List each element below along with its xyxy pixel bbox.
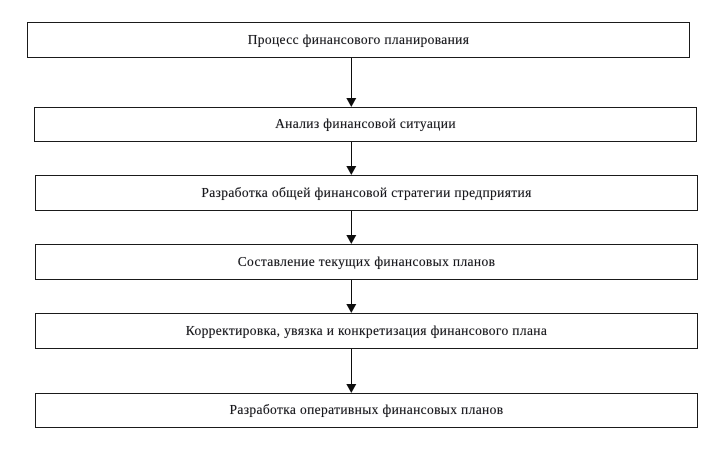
node-label: Корректировка, увязка и конкретизация фи… [185, 322, 548, 338]
arrow-shaft [351, 211, 352, 235]
process-node-1[interactable]: Процесс финансового планирования [27, 22, 690, 58]
arrow-head-icon [346, 383, 357, 393]
process-node-3[interactable]: Разработка общей финансовой стратегии пр… [35, 175, 698, 211]
arrow-shaft [351, 280, 352, 304]
arrow-head-icon [346, 97, 357, 107]
arrow-shaft [351, 58, 352, 98]
arrow-shaft [351, 142, 352, 166]
node-label: Составление текущих финансовых планов [237, 253, 496, 269]
node-label: Процесс финансового планирования [247, 31, 470, 47]
arrow-shaft [351, 349, 352, 384]
process-node-2[interactable]: Анализ финансовой ситуации [34, 107, 697, 142]
process-node-6[interactable]: Разработка оперативных финансовых планов [35, 393, 698, 428]
process-node-5[interactable]: Корректировка, увязка и конкретизация фи… [35, 313, 698, 349]
node-label: Анализ финансовой ситуации [275, 116, 456, 132]
process-node-4[interactable]: Составление текущих финансовых планов [35, 244, 698, 280]
arrow-head-icon [346, 303, 357, 313]
arrow-head-icon [346, 165, 357, 175]
arrow-head-icon [346, 234, 357, 244]
node-label: Разработка общей финансовой стратегии пр… [201, 184, 532, 200]
node-label: Разработка оперативных финансовых планов [229, 402, 504, 418]
